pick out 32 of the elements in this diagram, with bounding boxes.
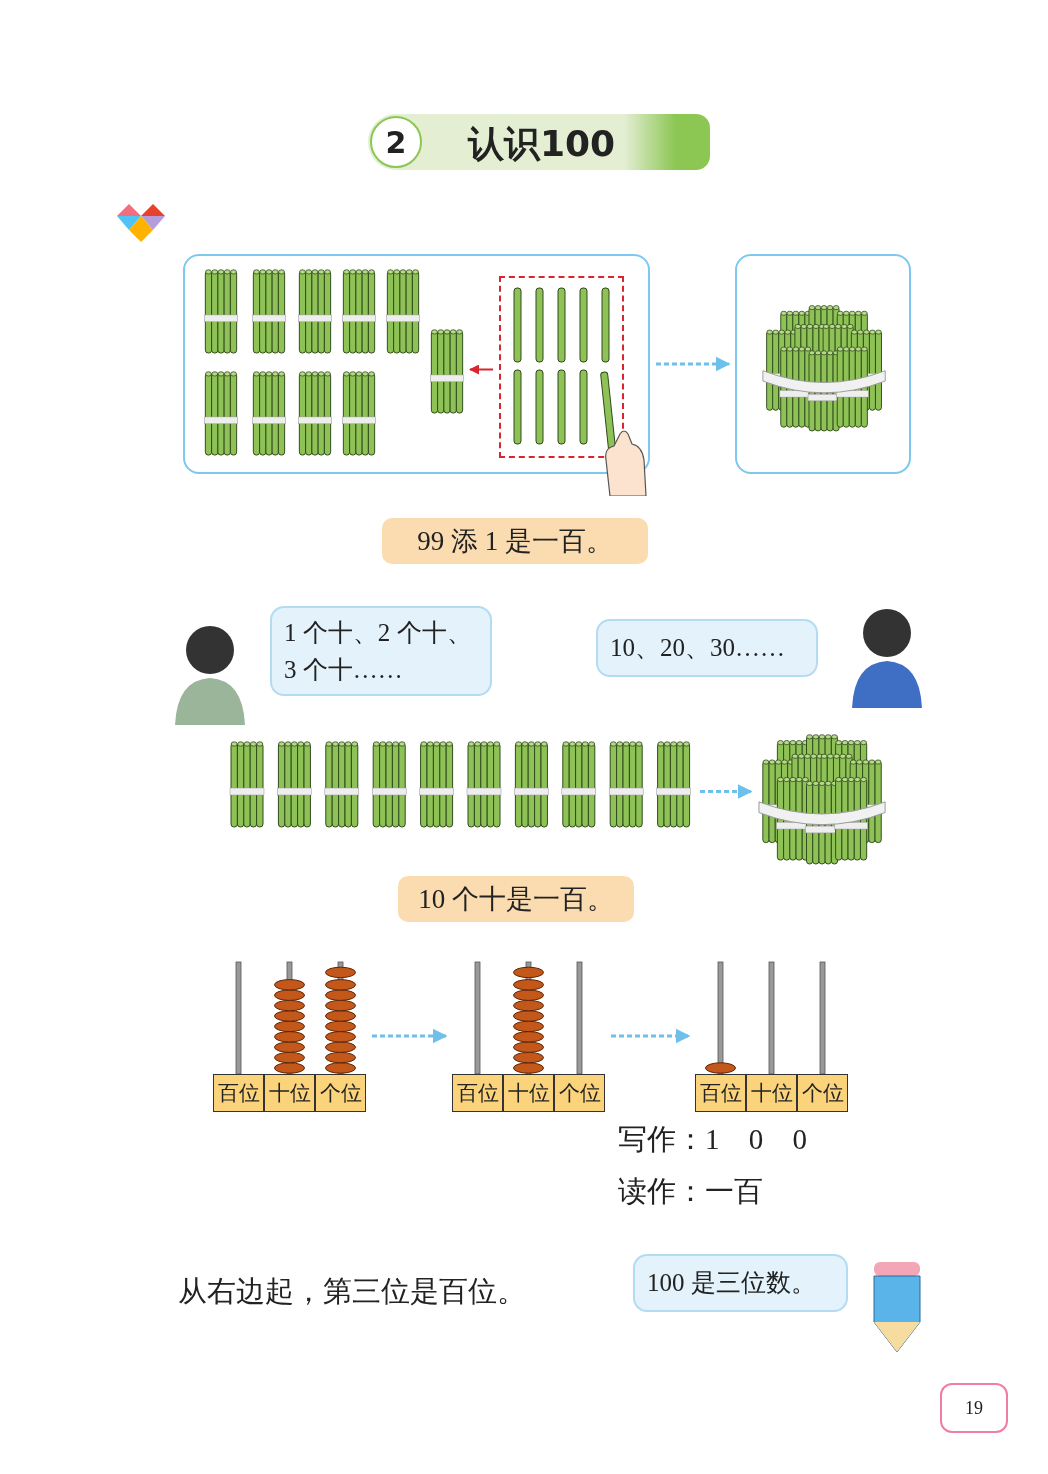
place-value-label: 个位 [315, 1074, 366, 1112]
arrow [611, 1028, 691, 1044]
text-banner: 99 添 1 是一百。 [382, 518, 648, 564]
abacus [213, 960, 366, 1112]
text-banner: 10 个十是一百。 [398, 876, 634, 922]
abacus [695, 960, 848, 1112]
abacus [452, 960, 605, 1112]
arrow [372, 1028, 448, 1044]
written-form-text: 写作：1 0 0 [618, 1122, 807, 1157]
stick-bundle-drawing [430, 328, 464, 416]
place-value-label: 个位 [554, 1074, 605, 1112]
speech-bubble: 100 是三位数。 [633, 1254, 848, 1312]
picture-panel [735, 254, 911, 474]
page-number: 19 [940, 1383, 1008, 1433]
place-value-label: 十位 [264, 1074, 315, 1112]
speech-bubble: 10、20、30…… [596, 619, 818, 677]
dashed-box [499, 276, 624, 458]
arrow [656, 356, 731, 372]
title: 认识100 [468, 122, 616, 166]
note-text: 从右边起，第三位是百位。 [178, 1274, 526, 1309]
arrow [700, 784, 753, 799]
section-number: 2 [370, 116, 422, 168]
read-form-text: 读作：一百 [618, 1174, 763, 1209]
speech-bubble: 1 个十、2 个十、3 个十…… [270, 606, 492, 696]
place-value-label: 十位 [746, 1074, 797, 1112]
picture-panel [183, 254, 650, 474]
place-value-label: 百位 [213, 1074, 264, 1112]
place-value-label: 百位 [695, 1074, 746, 1112]
arrow [469, 364, 494, 375]
place-value-label: 百位 [452, 1074, 503, 1112]
place-value-label: 十位 [503, 1074, 554, 1112]
place-value-label: 个位 [797, 1074, 848, 1112]
